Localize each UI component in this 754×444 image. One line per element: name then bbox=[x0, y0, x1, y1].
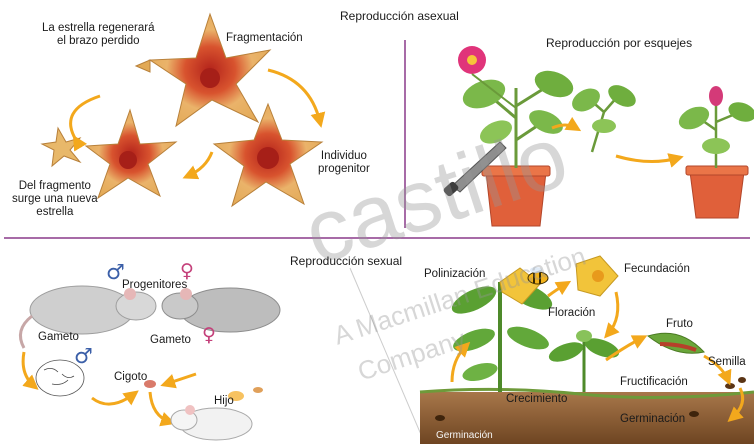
fruit-pod bbox=[648, 333, 704, 353]
starfish-regenerating bbox=[86, 110, 176, 198]
title-asexual: Reproducción asexual bbox=[340, 9, 459, 23]
label-fructificacion: Fructificación bbox=[620, 376, 688, 389]
label-progenitor: Individuo progenitor bbox=[318, 150, 370, 176]
female-gamete bbox=[253, 387, 263, 393]
starfish-top bbox=[150, 14, 270, 126]
offspring-mouse bbox=[171, 405, 252, 440]
arrow-to-new-plant bbox=[616, 156, 678, 162]
arrow-to-zygote bbox=[92, 394, 134, 404]
female-rat bbox=[162, 288, 280, 332]
label-fragmentacion: Fragmentación bbox=[226, 32, 303, 45]
title-esquejes: Reproducción por esquejes bbox=[546, 36, 692, 50]
label-fecundacion: Fecundación bbox=[624, 263, 690, 276]
arrow-progenitor-to-fragment bbox=[268, 70, 320, 122]
new-plant-pot bbox=[675, 86, 754, 218]
male-symbol-gamete: ♂ bbox=[74, 346, 93, 367]
arm-fragment bbox=[136, 60, 150, 72]
title-sexual: Reproducción sexual bbox=[290, 254, 402, 268]
label-progenitores: Progenitores bbox=[122, 279, 187, 292]
arrow-zygote-to-offspring bbox=[150, 392, 170, 422]
arrow-male-gamete bbox=[23, 352, 34, 386]
label-germinacion: Germinación bbox=[620, 413, 685, 426]
label-semilla: Semilla bbox=[708, 356, 746, 369]
female-symbol-gamete: ♀ bbox=[202, 326, 216, 345]
arrow-to-cutting bbox=[552, 125, 576, 128]
medium-plant bbox=[546, 330, 621, 392]
label-gameto-right: Gameto bbox=[150, 334, 191, 347]
label-gameto-left: Gameto bbox=[38, 331, 79, 344]
label-polinizacion: Polinización bbox=[424, 268, 485, 281]
label-germinacion-bottom: Germinación bbox=[436, 430, 493, 442]
label-crecimiento: Crecimiento bbox=[506, 393, 567, 406]
label-fruto: Fruto bbox=[666, 318, 693, 331]
cutting bbox=[568, 81, 639, 152]
label-cigoto: Cigoto bbox=[114, 371, 147, 384]
arrow-fertilization-to-flowering bbox=[608, 292, 618, 334]
arrow-fragment-to-new bbox=[71, 96, 100, 140]
label-regenera: La estrella regenerará el brazo perdido bbox=[42, 22, 155, 48]
arrow-pollination-to-fertilization bbox=[548, 284, 566, 296]
label-hijo: Hijo bbox=[214, 395, 234, 408]
arrow-gamete-to-zygote bbox=[166, 374, 196, 384]
label-nueva-estrella: Del fragmento surge una nueva estrella bbox=[12, 180, 98, 220]
label-floracion: Floración bbox=[548, 307, 595, 320]
arrow-to-regenerating bbox=[188, 152, 212, 176]
